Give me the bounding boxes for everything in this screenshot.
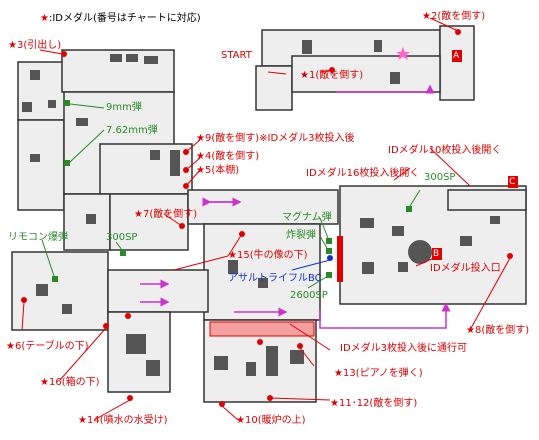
start-star-icon	[396, 47, 410, 60]
legend-star-icon: ★	[40, 13, 49, 24]
passable-zone	[209, 321, 315, 337]
barrier	[337, 236, 343, 282]
marker-b: B	[433, 249, 440, 259]
corridor-mid	[187, 189, 339, 225]
item-15: ★15(牛の像の下)	[228, 250, 308, 261]
pickup-magnum: マグナム弾	[282, 212, 332, 223]
marker-c: C	[509, 177, 516, 187]
item-4: ★4(敵を倒す)	[196, 151, 260, 162]
item-2: ★2(敵を倒す)	[422, 11, 486, 22]
marker-a: A	[453, 51, 460, 61]
item-8: ★8(敵を倒す)	[466, 325, 530, 336]
pickup-762mm: 7.62mm弾	[106, 125, 158, 136]
room-center-left	[109, 193, 189, 251]
marker-c-box	[508, 176, 518, 188]
item-6: ★6(テーブルの下)	[6, 341, 89, 352]
item-10: ★10(暖炉の上)	[236, 415, 306, 426]
marker-a-box	[452, 50, 462, 62]
pickup-2600sp: 2600SP	[290, 290, 328, 301]
corridor-c	[447, 189, 527, 211]
marker-b-box	[432, 248, 442, 260]
room-bottom-left	[11, 251, 109, 331]
note-passable: IDメダル3枚投入後に通行可	[340, 343, 468, 354]
pickup-assault-rifle: アサルトライフルBC	[228, 273, 322, 284]
legend-text: :IDメダル(番号はチャートに対応)	[48, 13, 201, 24]
pickup-300sp-right: 300SP	[424, 172, 456, 183]
pickup-300sp-left: 300SP	[106, 232, 138, 243]
room-top-corner	[439, 25, 475, 101]
corridor-left	[63, 193, 111, 251]
pickup-9mm: 9mm弾	[106, 102, 142, 113]
item-13: ★13(ピアノを弾く)	[334, 368, 423, 379]
item-11-12: ★11･12(敵を倒す)	[330, 398, 418, 409]
item-9: ★9(敵を倒す)※IDメダル3枚投入後	[196, 133, 355, 144]
pickup-remote-bomb: リモコン爆弾	[8, 232, 68, 243]
room-center	[203, 223, 321, 321]
room-left-mid	[17, 119, 65, 211]
note-door16: IDメダル16枚投入後開く	[306, 168, 420, 179]
legend: ★:IDメダル(番号はチャートに対応)	[40, 13, 201, 25]
item-16: ★16(箱の下)	[40, 377, 100, 388]
corridor-bottom	[107, 269, 209, 313]
item-1: ★1(敵を倒す)	[300, 70, 364, 81]
note-medal-slot: IDメダル投入口	[430, 263, 501, 274]
item-14: ★14(噴水の水受け)	[78, 415, 168, 426]
item-7: ★7(敵を倒す)	[134, 209, 198, 220]
item-5: ★5(本棚)	[196, 165, 240, 176]
start-label: START	[221, 50, 252, 61]
pickup-explosive: 炸裂弾	[286, 230, 316, 241]
item-3: ★3(引出し)	[8, 40, 62, 51]
note-door10: IDメダル10枚投入後開く	[388, 145, 502, 156]
room-start	[255, 65, 293, 111]
